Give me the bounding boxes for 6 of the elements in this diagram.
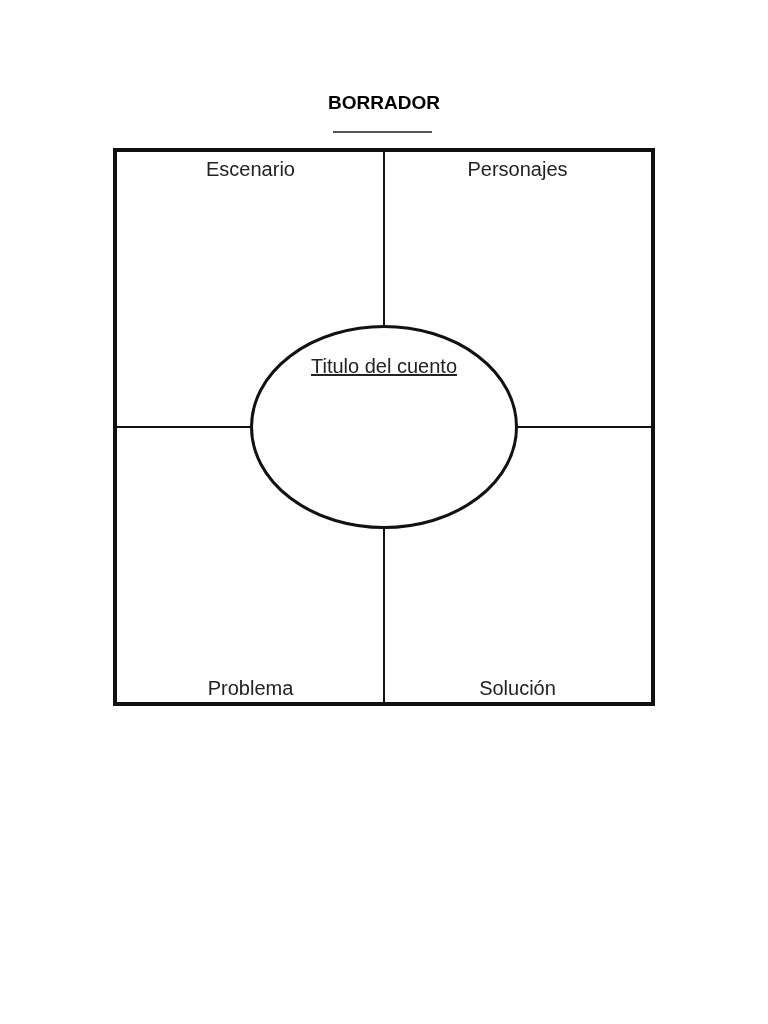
page-title: BORRADOR — [327, 92, 441, 114]
quadrant-heading: Escenario — [205, 158, 296, 181]
quadrant-heading: Problema — [206, 677, 295, 700]
quadrant-heading: Personajes — [466, 158, 569, 181]
quadrant-heading: Solución — [478, 677, 557, 700]
story-title-label: Titulo del cuento — [310, 355, 458, 378]
